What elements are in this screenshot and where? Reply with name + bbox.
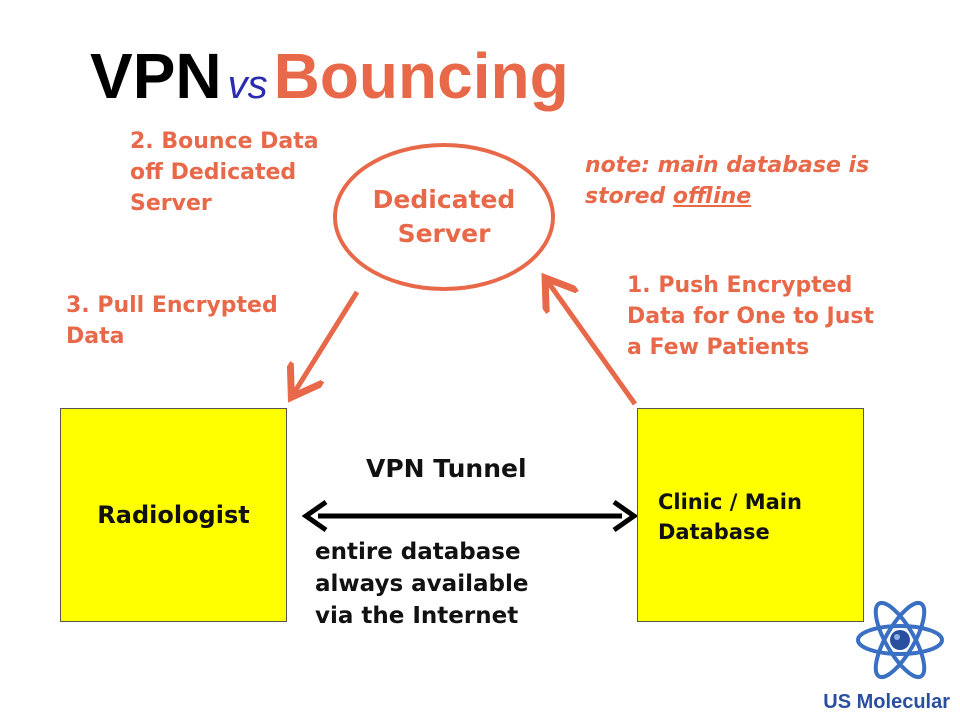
vpn-arrowhead-right xyxy=(612,499,639,533)
clinic-database-box: Clinic / Main Database xyxy=(637,408,864,622)
step-bounce-line: Server xyxy=(130,191,212,216)
step-push-line: a Few Patients xyxy=(627,335,810,360)
clinic-label: Clinic / Main Database xyxy=(658,487,802,547)
note-prefix: stored xyxy=(585,184,673,209)
step-pull-label: 3. Pull Encrypted Data xyxy=(66,290,278,352)
title-vpn: VPN xyxy=(90,40,222,112)
title-bouncing: Bouncing xyxy=(273,40,569,112)
radiologist-box: Radiologist xyxy=(60,408,287,622)
logo-text: US Molecular xyxy=(823,691,950,713)
step-bounce-line: 2. Bounce Data xyxy=(130,129,319,154)
step-push-line: Data for One to Just xyxy=(627,304,875,329)
vpn-description: entire database always available via the… xyxy=(315,536,528,632)
note-line: note: main database is xyxy=(585,153,870,178)
radiologist-label: Radiologist xyxy=(97,501,250,529)
clinic-line: Clinic / Main xyxy=(658,490,802,514)
step-bounce-line: off Dedicated xyxy=(130,160,297,185)
step-push-line: 1. Push Encrypted xyxy=(627,273,853,298)
note-line: stored offline xyxy=(585,181,869,212)
note-emphasis: offline xyxy=(672,184,752,209)
dedicated-server: Dedicated Server xyxy=(333,143,555,291)
step-pull-line: Data xyxy=(66,324,125,349)
push-arrow xyxy=(548,282,638,406)
pull-arrow xyxy=(294,290,360,393)
step-push-label: 1. Push Encrypted Data for One to Just a… xyxy=(627,270,874,363)
server-label: Dedicated Server xyxy=(372,185,516,248)
vpn-tunnel-label: VPN Tunnel xyxy=(366,454,527,483)
step-pull-line: 3. Pull Encrypted xyxy=(66,293,278,318)
atom-icon xyxy=(856,600,944,680)
vpn-desc-line: entire database xyxy=(315,539,521,565)
title-vs: vs xyxy=(227,63,268,107)
step-bounce-label: 2. Bounce Data off Dedicated Server xyxy=(130,126,319,219)
clinic-line: Database xyxy=(658,520,770,544)
note-label: note: main database is stored offline xyxy=(585,150,869,212)
vpn-arrowhead-left xyxy=(301,499,328,533)
vpn-desc-line: always available xyxy=(315,571,529,597)
vpn-desc-line: via the Internet xyxy=(315,603,519,629)
